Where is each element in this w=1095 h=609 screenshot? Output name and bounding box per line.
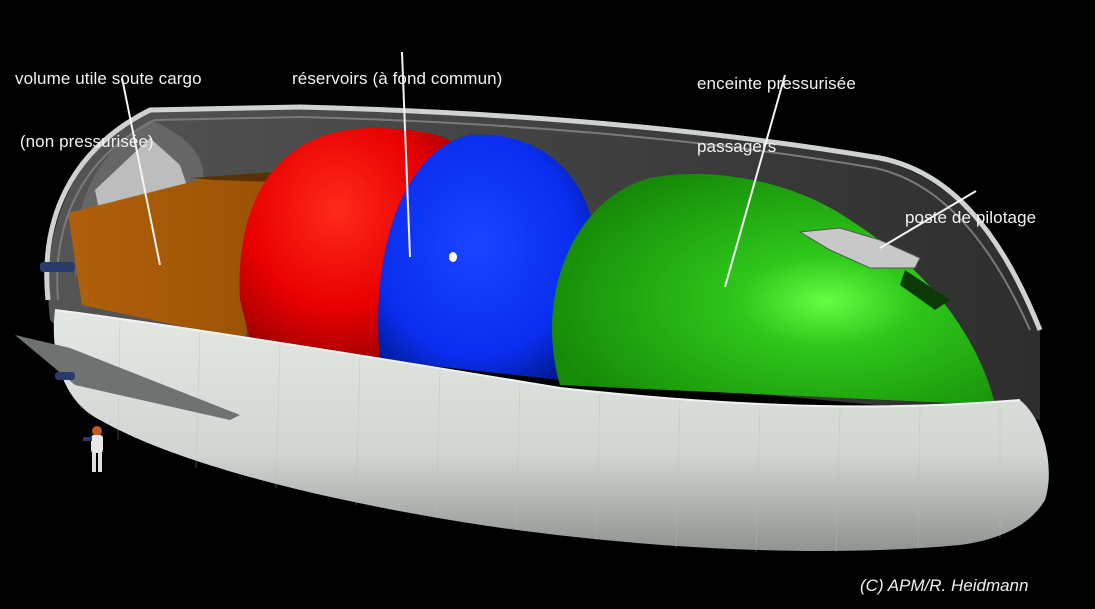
label-tanks-line-1: réservoirs (à fond commun) [292,69,503,88]
cockpit-detail [798,227,921,269]
label-passengers-line-2: passagers [697,137,777,156]
rear-fin [15,335,240,420]
label-cockpit-line-1: poste de pilotage [905,208,1037,227]
leader-line-tanks [401,51,411,258]
label-passenger-module: enceinte pressurisée passagers [697,31,856,199]
label-passengers-line-1: enceinte pressurisée [697,74,856,93]
leader-line-passengers [724,74,786,288]
copyright-credit: (C) APM/R. Heidmann [860,576,1029,595]
blue-tank [378,134,596,380]
cargo-box-top [190,172,275,182]
label-cargo-line-2: (non pressurisée) [15,132,154,151]
hull-top-rim-inner [56,115,1031,331]
blue-tank-highlight [449,252,457,262]
green-module [552,174,995,405]
hull-lower-shell [53,310,1049,551]
hull-cut-edge [54,309,1021,408]
hull-top-rim [44,104,1043,331]
rear-fittings [40,262,75,380]
label-cargo-line-1: volume utile soute cargo [15,69,202,88]
cockpit-shadow [900,270,950,310]
label-cockpit: poste de pilotage [905,165,1036,270]
label-tanks: réservoirs (à fond commun) [292,26,502,131]
leader-line-cargo [121,77,161,266]
hull-panel-lines [117,319,1001,553]
label-cargo-volume: volume utile soute cargo (non pressurisé… [15,26,202,194]
cargo-box [68,176,275,340]
astronaut-figure [83,426,103,472]
leader-line-cockpit [879,190,977,249]
leader-lines [121,51,977,288]
